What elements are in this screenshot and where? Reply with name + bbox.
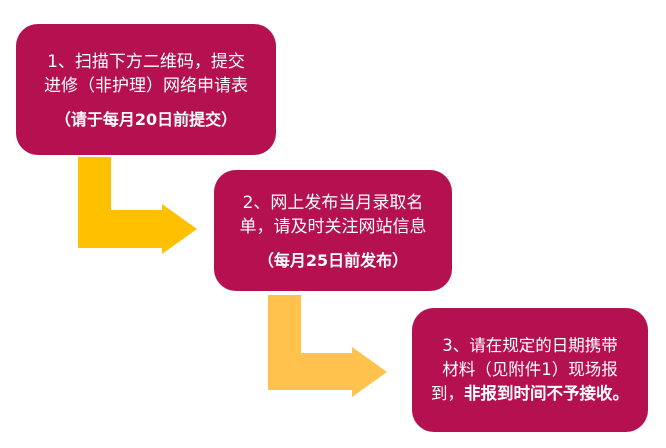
step-3-line-2: 材料（见附件1）现场报 (442, 360, 618, 379)
step-3-box: 3、请在规定的日期携带 材料（见附件1）现场报 到，非报到时间不予接收。 (412, 308, 648, 432)
bent-arrow-2 (268, 295, 387, 397)
step-2-box: 2、网上发布当月录取名 单，请及时关注网站信息 （每月25日前发布） (214, 170, 452, 291)
step-1-deadline: （请于每月20日前提交） (54, 109, 238, 129)
step-2-deadline: （每月25日前发布） (257, 250, 409, 270)
step-1-line-2: 进修（非护理）网络申请表 (44, 75, 248, 96)
step-2-line-2: 单，请及时关注网站信息 (239, 216, 427, 237)
step-1-box: 1、扫描下方二维码，提交 进修（非护理）网络申请表 （请于每月20日前提交） (16, 24, 276, 155)
step-3-line-3-plain: 到， (431, 384, 464, 403)
bent-arrow-1 (78, 157, 197, 254)
step-3-warning: 非报到时间不予接收。 (464, 384, 629, 403)
step-1-line-1: 1、扫描下方二维码，提交 (47, 51, 245, 72)
step-3-line-3: 到，非报到时间不予接收。 (431, 382, 629, 406)
step-3-line-1: 3、请在规定的日期携带 (442, 336, 618, 355)
step-2-line-1: 2、网上发布当月录取名 (242, 192, 424, 213)
